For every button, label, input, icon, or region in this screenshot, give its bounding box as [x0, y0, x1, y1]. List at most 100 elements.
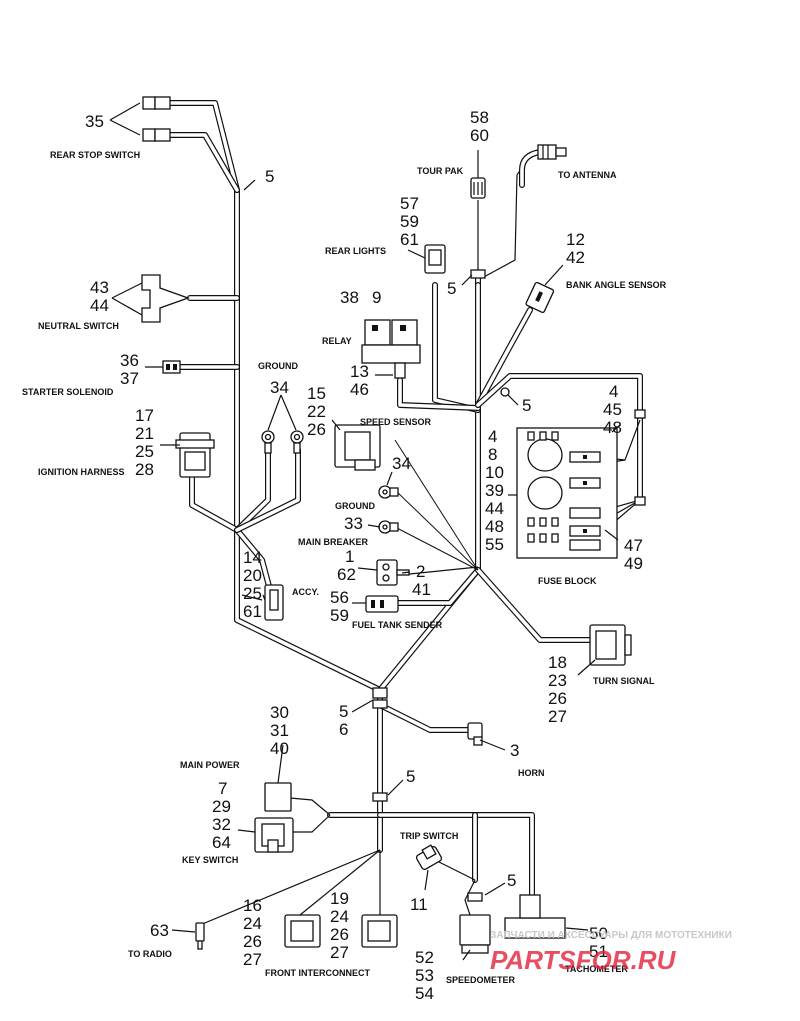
- harness-wire-fill: [168, 133, 239, 192]
- front-interconnect-ref: 19: [330, 889, 349, 908]
- relay-ref: 46: [350, 380, 369, 399]
- harness-wire-fill: [235, 188, 382, 852]
- clip-ref: 5: [447, 279, 456, 298]
- tour-pak-ref: 58: [470, 108, 489, 127]
- clip-ref: 6: [339, 720, 348, 739]
- to-radio-label: TO RADIO: [128, 949, 172, 959]
- relay-ref: 38: [340, 288, 359, 307]
- starter-solenoid-ref: 36: [120, 351, 139, 370]
- fuse-block-ref: 44: [485, 499, 504, 518]
- ground-upper-ref: 34: [270, 378, 289, 397]
- starter-solenoid-ref: 37: [120, 369, 139, 388]
- key-switch-ref: 29: [212, 797, 231, 816]
- neutral-switch-label: NEUTRAL SWITCH: [38, 321, 119, 331]
- harness-wire-fill: [396, 568, 480, 605]
- front-interconnect-ref: 27: [243, 950, 262, 969]
- bank-angle-sensor-label: BANK ANGLE SENSOR: [566, 280, 667, 290]
- main-breaker-ref: 41: [412, 580, 431, 599]
- leader-lines: [109, 102, 621, 961]
- harness-wire-fill: [235, 528, 272, 592]
- main-breaker: [376, 559, 410, 586]
- ignition-harness-ref: 28: [135, 460, 154, 479]
- trip-switch-label: TRIP SWITCH: [400, 831, 458, 841]
- ground-terminals: [261, 430, 304, 454]
- trip-switch: [415, 844, 443, 870]
- harness-clips: [372, 269, 646, 902]
- ignition-harness-connector: [175, 432, 215, 478]
- harness-wire-fill: [378, 813, 534, 897]
- rear-stop-switch-ref: 35: [85, 112, 104, 131]
- bank-angle-sensor-ref: 12: [566, 230, 585, 249]
- clip-ref: 5: [339, 702, 348, 721]
- accy-ref: 14: [243, 548, 262, 567]
- rear-stop-switch-connectors: [142, 96, 171, 142]
- fuse-block-label: FUSE BLOCK: [538, 576, 597, 586]
- main-power-label: MAIN POWER: [180, 760, 240, 770]
- speedometer-connector: [459, 914, 491, 954]
- ignition-harness-ref: 25: [135, 442, 154, 461]
- starter-solenoid-label: STARTER SOLENOID: [22, 387, 114, 397]
- tour-pak-ref: 60: [470, 126, 489, 145]
- speedometer-ref: 53: [415, 966, 434, 985]
- rear-stop-switch-label: REAR STOP SWITCH: [50, 150, 140, 160]
- main-breaker-label: MAIN BREAKER: [298, 537, 369, 547]
- main-breaker-ref: 62: [337, 565, 356, 584]
- speed-sensor-ref: 22: [307, 402, 326, 421]
- harness-wire-fill: [433, 283, 480, 412]
- watermark-tagline: ЗАПЧАСТИ И АКСЕССУАРЫ ДЛЯ МОТОТЕХНИКИ: [490, 930, 732, 941]
- fuse-block-ref: 47: [624, 536, 643, 555]
- harness-wire-fill: [398, 378, 480, 410]
- key-switch-ref: 64: [212, 833, 231, 852]
- rear-lights-ref: 61: [400, 230, 419, 249]
- speedometer-label: SPEEDOMETER: [446, 975, 516, 985]
- ignition-harness-ref: 17: [135, 406, 154, 425]
- fuse-block-ref: 48: [603, 418, 622, 437]
- fuse-block-ref: 39: [485, 481, 504, 500]
- relay-ref: 13: [350, 362, 369, 381]
- main-breaker-ref: 2: [416, 562, 425, 581]
- ground-mid-label: GROUND: [335, 501, 375, 511]
- turn-signal-ref: 27: [548, 707, 567, 726]
- harness-wire-fill: [190, 474, 239, 532]
- tachometer-label: TACHOMETER: [565, 964, 628, 974]
- key-switch-ref: 32: [212, 815, 231, 834]
- antenna-connector: [519, 144, 567, 188]
- main-power-ref: 31: [270, 721, 289, 740]
- ground-mid-ref: 33: [344, 514, 363, 533]
- key-switch-label: KEY SWITCH: [182, 855, 238, 865]
- front-interconnect-connectors: [284, 914, 398, 948]
- ignition-harness-label: IGNITION HARNESS: [38, 467, 125, 477]
- harness-wire-fill: [476, 568, 597, 642]
- tachometer-ref: 51: [589, 942, 608, 961]
- clip-ref: 5: [507, 871, 516, 890]
- front-interconnect-ref: 26: [330, 925, 349, 944]
- neutral-switch-connectors: [141, 274, 190, 323]
- harness-wire-fill: [476, 374, 642, 422]
- turn-signal-ref: 26: [548, 689, 567, 708]
- fuse-block-ref: 4: [609, 382, 618, 401]
- component-labels: REAR STOP SWITCH 35 NEUTRAL SWITCH 43 44…: [22, 108, 667, 1003]
- rear-lights-label: REAR LIGHTS: [325, 246, 386, 256]
- ground-upper-label: GROUND: [258, 361, 298, 371]
- clip-ref: 5: [265, 167, 274, 186]
- fuse-block-ref: 49: [624, 554, 643, 573]
- fuse-block-ref: 8: [488, 445, 497, 464]
- main-breaker-ref: 1: [345, 547, 354, 566]
- starter-solenoid-connector: [162, 360, 181, 374]
- accy-label: ACCY.: [292, 587, 319, 597]
- turn-signal-ref: 23: [548, 671, 567, 690]
- main-power-connector: [264, 782, 292, 812]
- speed-sensor-ref: 15: [307, 384, 326, 403]
- ground-mid-ref: 34: [392, 454, 411, 473]
- relay-block: [361, 319, 421, 379]
- accy-ref: 20: [243, 566, 262, 585]
- front-interconnect-ref: 27: [330, 943, 349, 962]
- harness-wire-fill: [378, 703, 472, 732]
- harness-wire: [432, 282, 481, 413]
- watermark: ЗАПЧАСТИ И АКСЕССУАРЫ ДЛЯ МОТОТЕХНИКИ PA…: [490, 930, 732, 975]
- fuse-block-ref: 55: [485, 535, 504, 554]
- accy-connector: [264, 584, 284, 621]
- neutral-switch-ref: 43: [90, 278, 109, 297]
- fuel-tank-sender-ref: 59: [330, 606, 349, 625]
- ignition-harness-ref: 21: [135, 424, 154, 443]
